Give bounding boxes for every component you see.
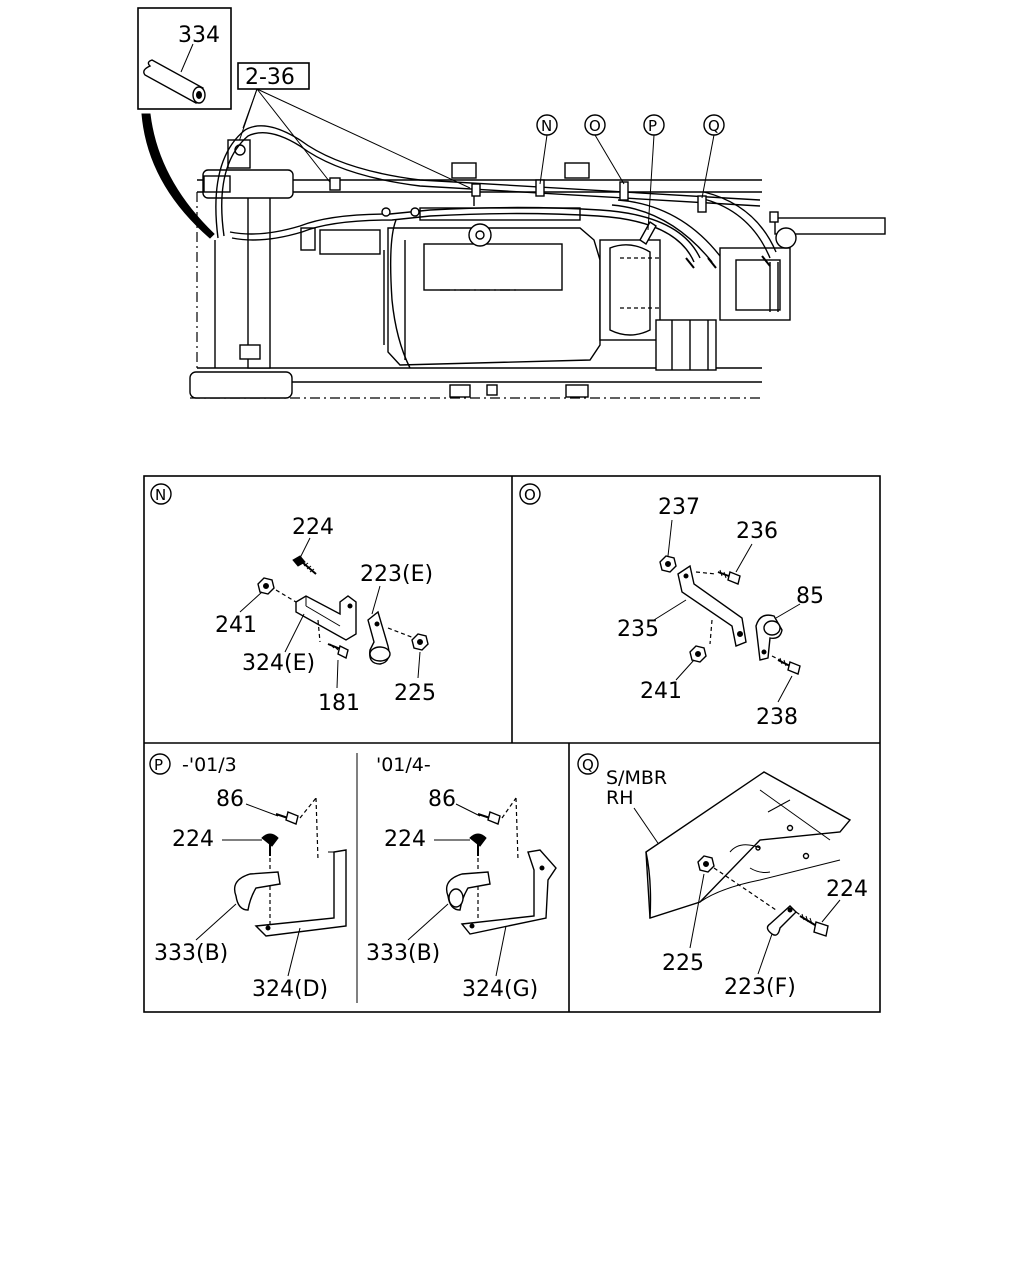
bolt-86-left — [275, 811, 299, 825]
panel-q-marker: Q — [582, 756, 594, 774]
nut-225-n — [411, 633, 429, 651]
panel-o-marker: O — [524, 486, 536, 504]
svg-text:236: 236 — [736, 519, 778, 544]
bracket-324g — [460, 849, 557, 935]
bolt-238 — [777, 657, 801, 675]
inset-box-334: 334 — [137, 7, 232, 239]
panel-p-right: 86 224 333(B) 324(G) — [366, 787, 557, 1002]
side-member — [645, 771, 852, 919]
detail-panels-frame — [143, 475, 881, 1013]
bracket-235 — [677, 564, 747, 647]
svg-text:181: 181 — [318, 691, 360, 716]
propeller-shaft — [769, 211, 886, 249]
clip-333b-right — [445, 871, 491, 911]
nut-241-o — [689, 645, 707, 663]
svg-text:223(E): 223(E) — [360, 562, 433, 587]
bolt-224-right — [469, 833, 487, 856]
member-label-line2: RH — [606, 787, 634, 809]
inset-part-label: 334 — [178, 23, 220, 48]
svg-text:235: 235 — [617, 617, 659, 642]
svg-text:225: 225 — [394, 681, 436, 706]
bolt-181 — [327, 643, 349, 660]
svg-text:324(G): 324(G) — [462, 977, 538, 1002]
svg-text:241: 241 — [640, 679, 682, 704]
detail-markers: N O P Q — [536, 114, 725, 231]
transmission — [383, 207, 791, 371]
svg-text:86: 86 — [428, 787, 456, 812]
clip-333b-left — [233, 871, 281, 911]
bracket-324d — [254, 849, 347, 937]
svg-text:333(B): 333(B) — [366, 941, 440, 966]
svg-text:241: 241 — [215, 613, 257, 638]
svg-text:224: 224 — [172, 827, 214, 852]
panel-p-right-caption: '01/4- — [376, 754, 431, 776]
panel-o: O 237 236 235 85 — [519, 483, 824, 730]
panel-p: P -'01/3 '01/4- 86 224 — [149, 753, 557, 1002]
svg-text:225: 225 — [662, 951, 704, 976]
panel-q: Q S/MBR RH 225 223(F) — [577, 753, 868, 1000]
clip-223f — [766, 905, 797, 936]
member-label-line1: S/MBR — [606, 767, 667, 789]
marker-p-callout: P — [643, 114, 665, 231]
bolt-86-right — [477, 811, 501, 825]
svg-text:N: N — [541, 117, 552, 135]
bolt-224-q — [799, 913, 829, 937]
left-component — [202, 139, 381, 255]
svg-text:224: 224 — [384, 827, 426, 852]
panel-p-marker: P — [154, 756, 163, 774]
svg-text:86: 86 — [216, 787, 244, 812]
bolt-224 — [292, 555, 317, 575]
ref-label-text: 2-36 — [245, 65, 295, 90]
panel-n-marker: N — [155, 486, 166, 504]
clip-223e — [367, 610, 391, 665]
svg-text:324(E): 324(E) — [242, 651, 315, 676]
bolt-236 — [717, 569, 741, 585]
panel-n: N 224 241 324(E) — [150, 483, 436, 716]
panel-p-left: 86 224 333(B) 324(D) — [154, 787, 347, 1002]
svg-text:237: 237 — [658, 495, 700, 520]
svg-text:O: O — [589, 117, 601, 135]
svg-text:Q: Q — [708, 117, 720, 135]
harness-pipes — [215, 125, 777, 269]
bolt-224-left — [261, 833, 279, 856]
svg-text:224: 224 — [292, 515, 334, 540]
svg-text:85: 85 — [796, 584, 824, 609]
nut-241-n — [257, 577, 275, 595]
svg-text:P: P — [648, 117, 657, 135]
clamp-85 — [755, 614, 783, 661]
svg-text:324(D): 324(D) — [252, 977, 328, 1002]
svg-text:224: 224 — [826, 877, 868, 902]
overview-illustration: 334 2-36 — [137, 7, 886, 399]
panel-p-left-caption: -'01/3 — [182, 754, 237, 776]
svg-text:238: 238 — [756, 705, 798, 730]
marker-q-callout: Q — [701, 114, 725, 199]
nut-237 — [659, 555, 677, 573]
bracket-324e — [295, 595, 357, 641]
nut-225-q — [697, 855, 715, 873]
marker-n-callout: N — [536, 114, 558, 185]
svg-text:333(B): 333(B) — [154, 941, 228, 966]
svg-text:223(F): 223(F) — [724, 975, 796, 1000]
marker-o-callout: O — [584, 114, 625, 185]
